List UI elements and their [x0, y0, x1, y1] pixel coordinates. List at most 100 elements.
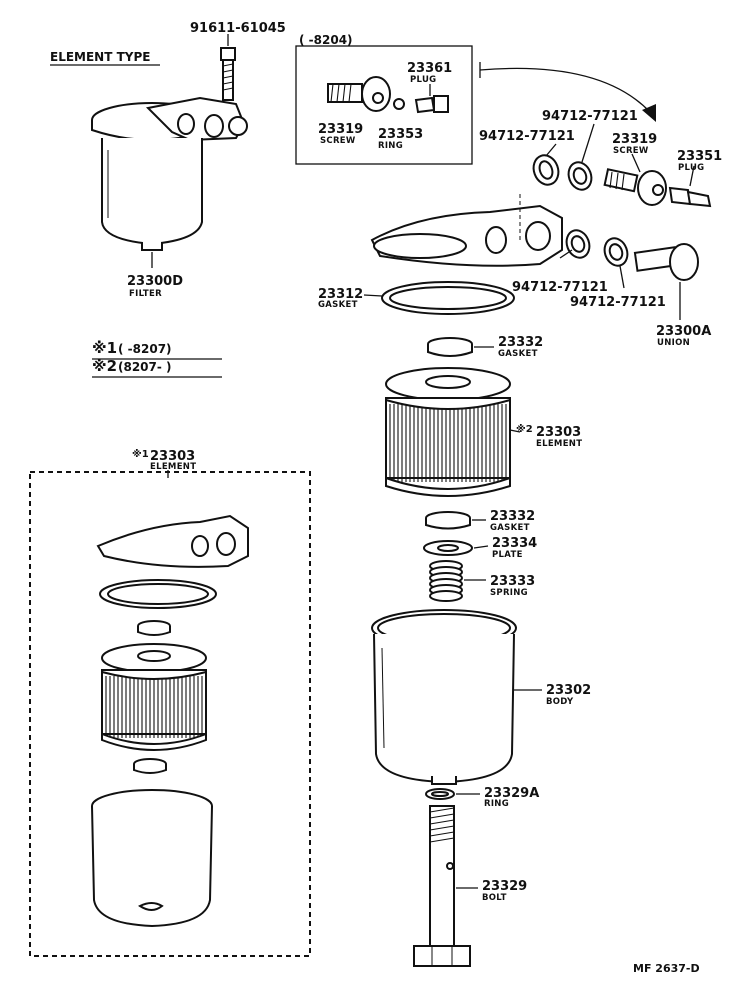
callout-plug-box-desc: PLUG [410, 75, 436, 85]
callout-screw-box-desc: SCREW [320, 136, 356, 146]
callout-spring-number: 23333 [490, 574, 535, 589]
callout-element2-mark: ※2 [516, 423, 533, 435]
body-drain [431, 776, 457, 785]
callout-element2-number: 23303 [536, 425, 581, 440]
ring-inner [431, 791, 449, 797]
gasket-top-side [427, 344, 473, 357]
box-plug-head [433, 95, 449, 113]
left-bowl-body [91, 805, 213, 928]
bolt-illustration [413, 805, 471, 967]
callout-gasket-big-desc: GASKET [318, 300, 358, 310]
callout-washer4-number: 94712-77121 [570, 295, 666, 310]
callout-gasket-top-desc: GASKET [498, 349, 538, 359]
screw-leader [631, 153, 641, 173]
bolt-hole [446, 862, 454, 870]
footnote2-mark: ※2 [92, 357, 117, 375]
left-small-gasket-2-side [133, 764, 167, 774]
callout-element2-desc: ELEMENT [536, 439, 582, 449]
callout-washer1-number: 94712-77121 [479, 129, 575, 144]
callout-filter-number: 23300D [127, 274, 183, 289]
plug-body [668, 186, 692, 206]
callout-plug-box-number: 23361 [407, 61, 452, 76]
drawing-code: MF 2637-D [633, 962, 700, 975]
washer2-leader [581, 123, 595, 163]
left-element-hole [137, 650, 171, 662]
callout-screw-box-number: 23319 [318, 122, 363, 137]
head-port-right [525, 221, 551, 251]
left-head [96, 514, 249, 568]
callout-ring-desc: RING [484, 799, 509, 809]
head-top-face [373, 233, 467, 259]
body-illustration [371, 609, 517, 785]
left-gasket-inner [107, 583, 209, 605]
callout-ring-box-number: 23353 [378, 127, 423, 142]
gasket-big-leader [363, 294, 383, 297]
washer1-leader [545, 143, 557, 157]
element-pleats [385, 397, 511, 479]
callout-plug-desc: PLUG [678, 163, 704, 173]
callout-gasket-big-number: 23312 [318, 287, 363, 302]
element-type-heading: ELEMENT TYPE [50, 50, 150, 64]
washer-4-hole [608, 243, 624, 261]
box-screw-hole [372, 92, 384, 104]
plate-inner [437, 544, 459, 552]
filter-union-nut [228, 116, 248, 136]
left-small-gasket-1-side [137, 626, 171, 636]
body-bowl [373, 633, 515, 784]
element-center-hole [425, 375, 471, 389]
screw-hole [652, 184, 664, 196]
gasket-bottom-side [425, 518, 471, 530]
plug-leader [689, 165, 695, 187]
box-plug-body [414, 96, 436, 114]
callout-washer3-number: 94712-77121 [512, 280, 608, 295]
washer4-leader [619, 265, 625, 289]
spring-coil-6 [429, 590, 463, 602]
filter-bowl [101, 138, 203, 246]
washers-illustration [532, 154, 629, 267]
callout-plug-number: 23351 [677, 149, 722, 164]
washer-3-hole [570, 235, 586, 253]
callout-washer2-number: 94712-77121 [542, 109, 638, 124]
callout-gasket-bottom-number: 23332 [490, 509, 535, 524]
arrow-head [642, 104, 656, 122]
filter-assembly-illustration [91, 34, 248, 268]
washer-2-hole [572, 167, 588, 185]
left-element-bottom [101, 732, 207, 751]
filter-port-right [204, 114, 224, 138]
footnote1-mark: ※1 [92, 339, 117, 357]
screw-head [637, 170, 667, 206]
element-top-rim [385, 399, 511, 410]
callout-gasket-bottom-desc: GASKET [490, 523, 530, 533]
callout-element1-number: 23303 [150, 449, 195, 464]
head-port-left [485, 226, 507, 254]
element-right-illustration [385, 367, 511, 497]
callout-element1-mark: ※1 [132, 448, 149, 460]
callout-plate-number: 23334 [492, 536, 537, 551]
callout-body-number: 23302 [546, 683, 591, 698]
body-highlight [381, 647, 385, 749]
element2-leader [509, 429, 521, 433]
filter-port-left [177, 113, 195, 135]
element1-dashed-box [29, 471, 311, 957]
callout-bolt-desc: BOLT [482, 893, 507, 903]
callout-ring-number: 23329A [484, 786, 539, 801]
screw-shank [603, 168, 639, 193]
element1-assembly-illustration [91, 514, 249, 928]
gasket-big-inner [389, 286, 507, 310]
callout-plate-desc: PLATE [492, 550, 523, 560]
callout-bolt-top-number: 91611-61045 [190, 21, 286, 36]
element-bottom-cap [385, 476, 511, 497]
box-ring [393, 98, 405, 110]
callout-bolt-number: 23329 [482, 879, 527, 894]
washer3-leader [559, 249, 573, 259]
callout-spring-desc: SPRING [490, 588, 528, 598]
variant-box [295, 45, 473, 165]
filter-head-illustration [370, 194, 699, 281]
range-top-label: ( -8204) [299, 33, 353, 47]
left-element-top-rim [101, 671, 207, 680]
box-screw-illustration [327, 76, 449, 114]
footnote1-text: ( -8207) [118, 342, 172, 356]
callout-ring-box-desc: RING [378, 141, 403, 151]
bolt-head [413, 945, 471, 967]
